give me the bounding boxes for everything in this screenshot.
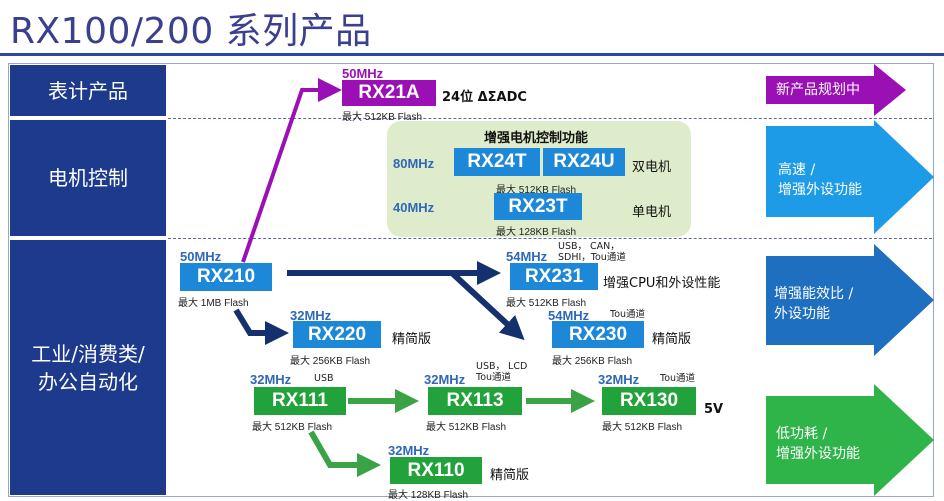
rx130-flash: 最大 512KB Flash <box>602 422 683 433</box>
motor-freq-40: 40MHz <box>393 200 435 215</box>
rx210-name: RX210 <box>196 266 256 287</box>
flow-arrow-rx210-rx21a <box>241 78 342 263</box>
rx111-feature: USB <box>314 373 334 384</box>
category-meter-label: 表计产品 <box>48 78 128 103</box>
rx111-freq: 32MHz <box>250 372 292 387</box>
rx110-name: RX110 <box>407 459 465 481</box>
rx113-chip: RX113 <box>428 387 522 415</box>
trend-label-lightblue: 高速 / 增强外设功能 <box>778 160 862 200</box>
rx210-flash: 最大 1MB Flash <box>178 298 249 309</box>
category-industrial-line1: 工业/消费类/ <box>31 341 145 366</box>
rx24t-chip: RX24T <box>454 148 540 176</box>
row-separator <box>168 238 932 239</box>
category-motor-label: 电机控制 <box>48 166 128 190</box>
rx210-freq: 50MHz <box>180 249 222 264</box>
row-separator <box>168 118 932 119</box>
rx220-flash: 最大 256KB Flash <box>290 356 371 367</box>
rx111-name: RX111 <box>272 390 328 411</box>
rx24t-name: RX24T <box>467 151 527 172</box>
trend-label-darkblue: 增强能效比 / 外设功能 <box>774 284 853 324</box>
rx231-feature-2: SDHI，Tou通道 <box>558 252 626 263</box>
page-title: RX100/200 系列产品 <box>10 11 372 52</box>
rx113-features: USB， LCD Tou通道 <box>476 361 527 383</box>
rx230-flash: 最大 256KB Flash <box>552 356 633 367</box>
category-industrial: 工业/消费类/ 办公自动化 <box>10 240 166 495</box>
rx220-chip: RX220 <box>293 321 381 348</box>
rx110-freq: 32MHz <box>388 443 430 458</box>
rx231-name: RX231 <box>524 265 584 287</box>
trend-arrow-green <box>766 384 934 496</box>
rx111-chip: RX111 <box>254 387 346 415</box>
rx231-chip: RX231 <box>510 263 598 290</box>
rx230-name: RX230 <box>568 323 628 345</box>
trend-arrow-purple <box>766 64 906 116</box>
rx231-feature-1: USB， CAN， <box>558 241 620 252</box>
rx113-name: RX113 <box>446 390 504 411</box>
trend-label-green-1: 低功耗 / <box>776 426 828 442</box>
rx24u-name: RX24U <box>553 151 615 172</box>
trend-label-green-2: 增强外设功能 <box>776 446 860 462</box>
rx21a-chip: RX21A <box>342 80 436 106</box>
rx130-chip: RX130 <box>602 387 696 415</box>
trend-label-purple: 新产品规划中 <box>776 82 860 98</box>
rx23t-flash: 最大 128KB Flash <box>496 227 577 238</box>
rx110-flash: 最大 128KB Flash <box>388 490 469 501</box>
rx130-freq: 32MHz <box>598 372 640 387</box>
rx220-name: RX220 <box>307 323 367 345</box>
rx130-note: 5V <box>704 402 724 417</box>
rx230-feature: Tou通道 <box>610 309 646 320</box>
rx21a-note: 24位 ΔΣADC <box>442 90 527 105</box>
trend-label-darkblue-1: 增强能效比 / <box>774 286 854 302</box>
motor-group-title: 增强电机控制功能 <box>484 131 589 146</box>
rx113-freq: 32MHz <box>424 372 466 387</box>
flow-arrow-rx210-rx220 <box>233 308 289 345</box>
category-industrial-line2: 办公自动化 <box>37 369 138 394</box>
rx21a-name: RX21A <box>358 82 420 103</box>
title-divider <box>0 53 944 56</box>
motor-single-label: 单电机 <box>632 205 672 220</box>
rx21a-flash: 最大 512KB Flash <box>342 112 423 123</box>
rx24-flash: 最大 512KB Flash <box>496 185 577 196</box>
motor-freq-80: 80MHz <box>393 156 435 171</box>
diagram-frame <box>8 63 934 497</box>
category-meter: 表计产品 <box>10 65 166 116</box>
rx220-note: 精简版 <box>392 332 432 347</box>
trend-label-darkblue-2: 外设功能 <box>774 306 830 322</box>
trend-arrow-darkblue <box>766 244 934 356</box>
rx113-feature-1: USB， LCD <box>476 361 528 372</box>
rx230-chip: RX230 <box>552 321 644 348</box>
rx130-feature: Tou通道 <box>660 373 696 384</box>
rx113-feature-2: Tou通道 <box>476 372 512 383</box>
trend-label-green: 低功耗 / 增强外设功能 <box>776 424 860 464</box>
rx230-freq: 54MHz <box>548 308 590 323</box>
rx231-flash: 最大 512KB Flash <box>506 298 587 309</box>
rx110-chip: RX110 <box>390 457 482 484</box>
rx21a-freq: 50MHz <box>342 66 384 81</box>
flow-arrow-rx111-rx110 <box>308 430 381 477</box>
rx110-note: 精简版 <box>490 468 530 483</box>
category-motor: 电机控制 <box>10 120 166 236</box>
rx23t-name: RX23T <box>508 195 568 217</box>
trend-label-lightblue-1: 高速 / <box>778 162 816 178</box>
motor-dual-label: 双电机 <box>632 160 672 175</box>
rx210-chip: RX210 <box>180 263 272 291</box>
rx231-note: 增强CPU和外设性能 <box>603 276 721 291</box>
rx113-flash: 最大 512KB Flash <box>426 422 507 433</box>
trend-arrow-lightblue <box>766 120 934 234</box>
rx230-note: 精简版 <box>652 332 692 347</box>
rx111-flash: 最大 512KB Flash <box>252 422 333 433</box>
rx231-freq: 54MHz <box>506 249 548 264</box>
rx130-name: RX130 <box>619 390 679 411</box>
rx24u-chip: RX24U <box>543 148 625 176</box>
rx220-freq: 32MHz <box>290 308 332 323</box>
rx23t-chip: RX23T <box>494 193 582 220</box>
rx231-features: USB， CAN， SDHI，Tou通道 <box>558 241 626 263</box>
flow-arrow-rx210-rx230 <box>449 270 525 341</box>
trend-label-lightblue-2: 增强外设功能 <box>778 182 862 198</box>
